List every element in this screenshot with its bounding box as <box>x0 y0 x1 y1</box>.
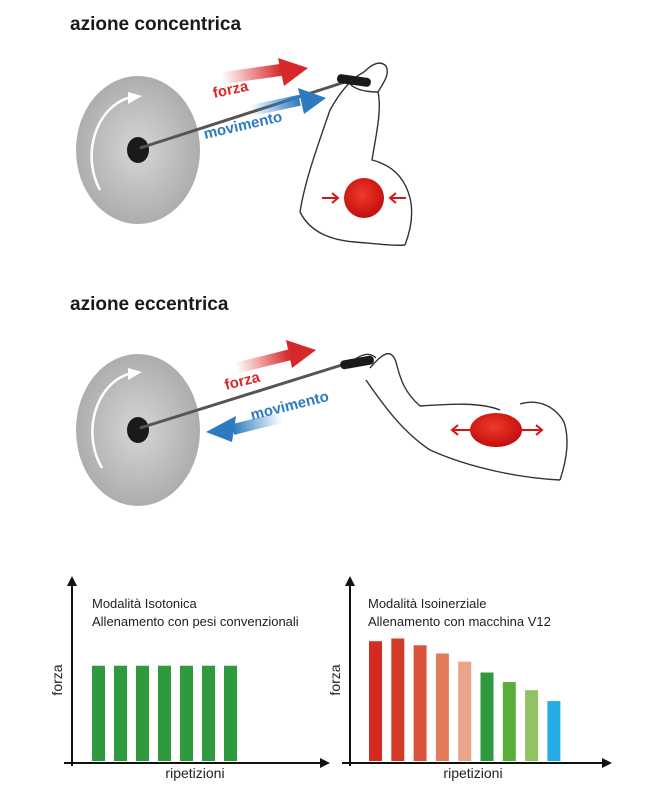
y-axis-label: forza <box>327 664 343 695</box>
biceps-muscle <box>470 413 522 447</box>
movement-arrow-icon <box>249 88 326 117</box>
x-axis-arrow-icon <box>602 758 612 768</box>
eccentric-diagram: forza movimento <box>76 340 568 506</box>
bar <box>202 665 215 761</box>
contraction-arrow-right-icon <box>388 192 406 204</box>
flywheel-hub <box>127 137 149 163</box>
chart-title-line: Allenamento con macchina V12 <box>368 614 551 629</box>
y-axis-arrow-icon <box>345 576 355 586</box>
extension-arrow-right-icon <box>522 424 544 436</box>
force-arrow-icon <box>221 58 308 86</box>
chart-title-line: Modalità Isoinerziale <box>368 596 487 611</box>
bar <box>92 665 105 761</box>
movement-label: movimento <box>249 388 331 424</box>
force-arrow-icon <box>235 340 316 374</box>
bar <box>136 665 149 761</box>
extension-arrow-left-icon <box>450 424 470 436</box>
bar <box>413 645 427 761</box>
x-axis-label: ripetizioni <box>165 765 224 781</box>
rotation-arrow-icon <box>91 372 129 469</box>
biceps-muscle <box>344 178 384 218</box>
x-axis-arrow-icon <box>320 758 330 768</box>
bar <box>391 638 405 761</box>
bar <box>369 641 382 761</box>
bar <box>502 682 516 761</box>
bar <box>435 653 449 761</box>
y-axis-label: forza <box>49 664 65 695</box>
bar <box>114 665 127 761</box>
extended-arm <box>353 353 568 481</box>
bar <box>458 661 472 761</box>
bar <box>480 672 494 761</box>
chart-title-line: Allenamento con pesi convenzionali <box>92 614 299 629</box>
bar <box>547 701 561 761</box>
rotation-arrow-icon <box>90 96 129 191</box>
bar <box>180 665 193 761</box>
contraction-arrow-left-icon <box>322 192 340 204</box>
concentric-title: azione concentrica <box>70 14 242 35</box>
handle <box>340 355 374 370</box>
bar <box>224 665 237 761</box>
flywheel-hub <box>127 417 149 443</box>
eccentric-title: azione eccentrica <box>70 294 229 315</box>
concentric-diagram: forza movimento <box>76 58 413 246</box>
bar <box>525 690 539 761</box>
cable <box>139 362 346 430</box>
bar <box>158 665 171 761</box>
chart-title-line: Modalità Isotonica <box>92 596 198 611</box>
handle <box>336 74 371 87</box>
x-axis-label: ripetizioni <box>443 765 502 781</box>
movement-arrow-icon <box>206 412 283 442</box>
force-label: forza <box>211 78 250 102</box>
y-axis-arrow-icon <box>67 576 77 586</box>
